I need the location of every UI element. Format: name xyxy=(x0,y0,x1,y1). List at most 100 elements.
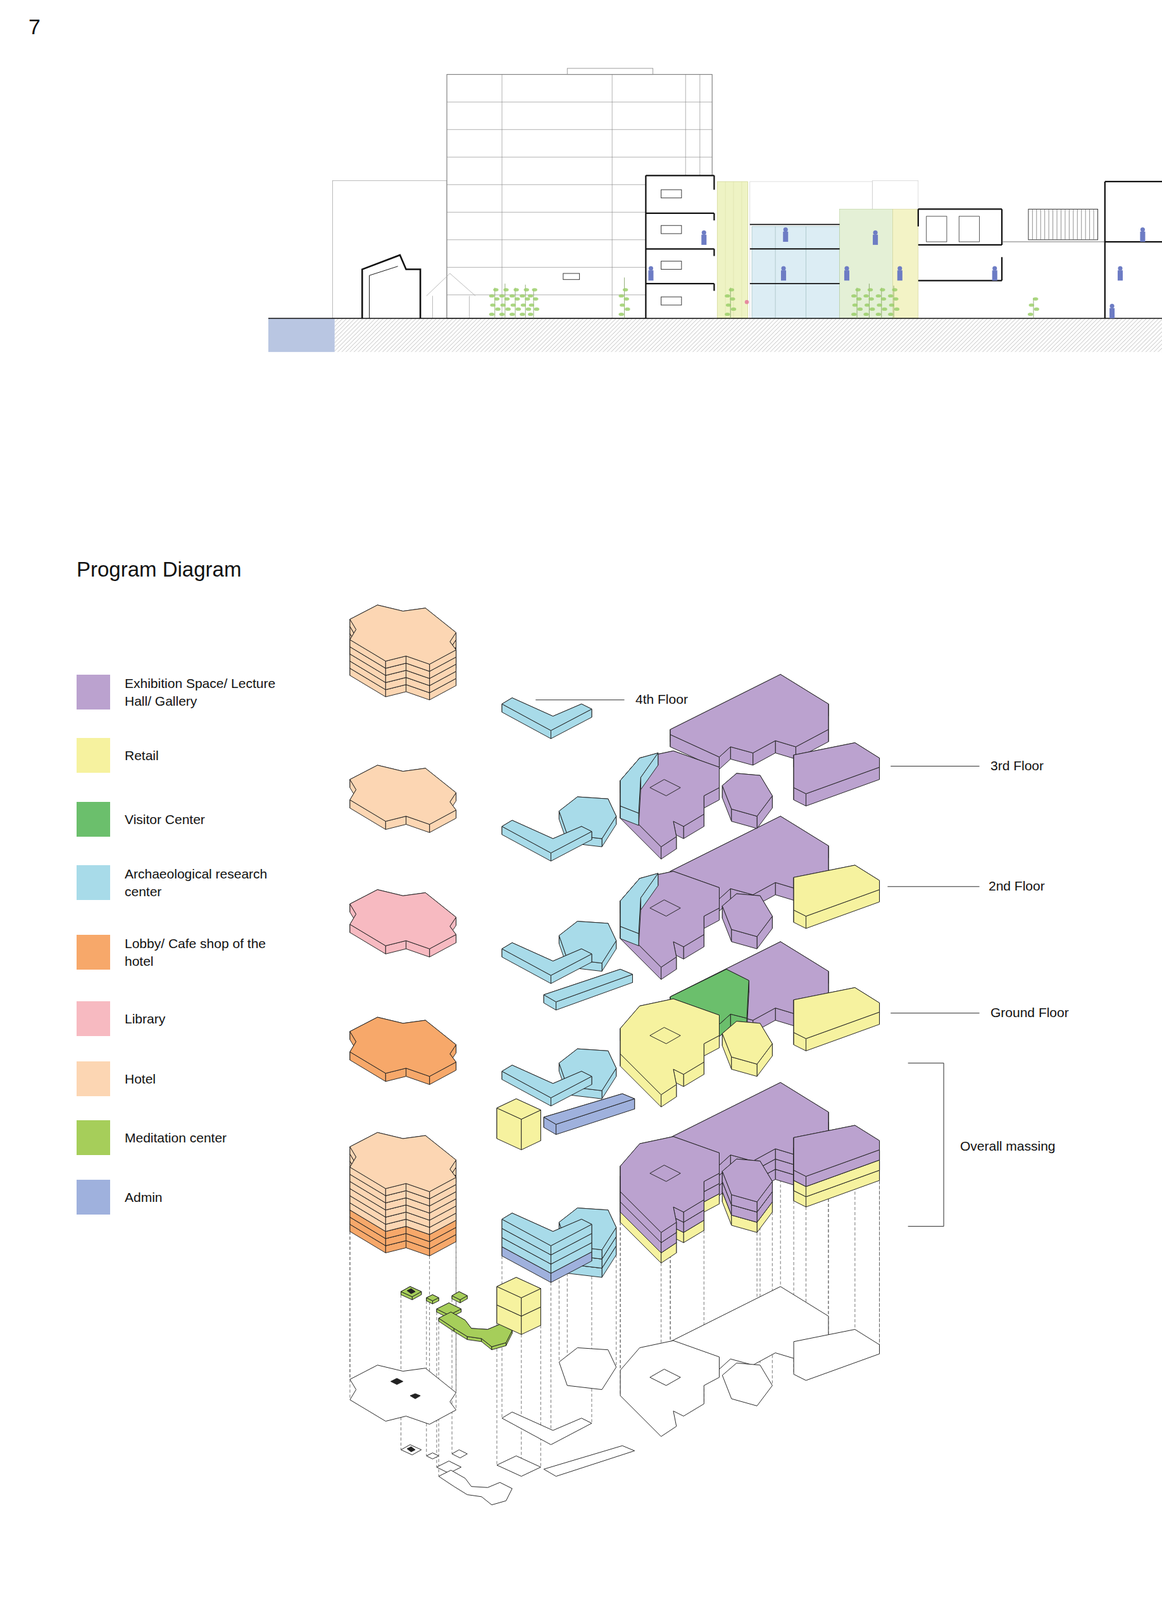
legend-item: Admin xyxy=(76,1179,296,1215)
person-head xyxy=(780,265,786,271)
legend-swatch xyxy=(76,801,111,837)
tree-leaf xyxy=(863,312,869,316)
tree-leaf xyxy=(520,303,526,307)
projection-line xyxy=(879,1180,880,1354)
tree-leaf xyxy=(875,294,881,298)
glass-strip xyxy=(893,208,919,318)
tree-leaf xyxy=(509,312,515,316)
legend-label: Retail xyxy=(124,746,296,764)
tree-leaf xyxy=(622,287,628,292)
tree-leaf xyxy=(893,297,899,301)
legend-label: Hotel xyxy=(124,1070,296,1088)
floor-label: Ground Floor xyxy=(990,1004,1069,1021)
plan-outline xyxy=(558,1347,616,1390)
person xyxy=(872,230,878,245)
window xyxy=(661,296,682,306)
massing-top xyxy=(451,1291,468,1300)
massing-top xyxy=(349,765,457,825)
plan-outline xyxy=(349,1365,457,1425)
tree-leaf xyxy=(892,287,898,292)
person-body xyxy=(1139,231,1145,242)
tree-leaf xyxy=(1027,312,1033,316)
person-head xyxy=(897,265,902,271)
tree-leaf xyxy=(730,307,737,311)
tree-leaf xyxy=(856,297,862,301)
plan-outline xyxy=(451,1449,468,1459)
facade-line xyxy=(446,129,713,130)
glass-mullion xyxy=(741,181,742,319)
person xyxy=(844,265,850,281)
legend-swatch xyxy=(76,674,111,710)
tree-leaf xyxy=(524,297,530,301)
tree-leaf xyxy=(527,312,533,316)
core-mark xyxy=(390,1378,403,1385)
tree-leaf xyxy=(525,307,532,311)
tree-leaf xyxy=(489,303,495,307)
plan-outline xyxy=(401,1444,422,1456)
drawing xyxy=(268,68,1162,1506)
floor-label: 3rd Floor xyxy=(990,757,1044,774)
legend-label: Library xyxy=(124,1010,296,1028)
legend-label: Lobby/ Cafe shop of the hotel xyxy=(124,934,296,970)
tree xyxy=(509,287,521,319)
person-head xyxy=(1117,265,1123,271)
facade-line xyxy=(612,74,613,319)
tree-leaf xyxy=(503,287,509,292)
massing-top xyxy=(501,1213,592,1247)
stair-tread xyxy=(1040,208,1042,240)
water-patch xyxy=(268,318,335,352)
tree-leaf xyxy=(851,294,857,298)
tree-trunk xyxy=(515,287,516,319)
legend-swatch xyxy=(76,737,111,773)
person-head xyxy=(873,230,878,235)
plan-outline xyxy=(793,1329,880,1381)
massing-top xyxy=(501,1065,592,1099)
ground-line xyxy=(268,317,1162,319)
tree-leaf xyxy=(519,294,525,298)
tree-leaf xyxy=(880,297,887,301)
core-mark xyxy=(406,1288,416,1294)
tree-leaf xyxy=(514,297,520,301)
glass-curtain xyxy=(751,226,840,319)
floor-label: 2nd Floor xyxy=(988,877,1045,894)
tree-leaf xyxy=(863,294,869,298)
massing-top xyxy=(620,871,719,968)
person-body xyxy=(782,231,788,242)
person xyxy=(1109,303,1115,319)
person-body xyxy=(992,270,998,281)
legend-swatch xyxy=(76,1001,111,1037)
tree-leaf xyxy=(1032,297,1038,301)
stair-tread xyxy=(1085,208,1087,240)
legend-item: Exhibition Space/ Lecture Hall/ Gallery xyxy=(76,674,296,710)
massing-top xyxy=(793,987,880,1039)
glass-strip xyxy=(717,181,748,319)
background-building xyxy=(332,180,448,319)
stair-tread xyxy=(1036,208,1037,240)
courtyard-outline xyxy=(649,1165,681,1182)
legend-swatch xyxy=(76,865,111,900)
stair-tread xyxy=(1032,208,1033,240)
tree xyxy=(724,287,737,319)
person-body xyxy=(844,270,850,281)
group-label: Overall massing xyxy=(960,1137,1056,1154)
stair-tread xyxy=(1068,208,1070,240)
tree-leaf xyxy=(857,307,863,311)
window xyxy=(661,261,682,270)
ground-hatch xyxy=(334,318,1162,352)
person xyxy=(897,265,903,281)
tree-leaf xyxy=(618,312,625,316)
glass-strip xyxy=(839,208,894,318)
massing-top xyxy=(793,1125,880,1177)
massing-top xyxy=(501,942,592,976)
plan-outline xyxy=(496,1455,541,1476)
tree xyxy=(887,285,900,319)
glass-mullion xyxy=(805,226,807,319)
plan-outline xyxy=(620,1340,719,1437)
tree-leaf xyxy=(887,312,894,316)
leader-line xyxy=(887,886,980,887)
tree-leaf xyxy=(867,287,873,292)
leader-line xyxy=(535,699,625,700)
person xyxy=(782,227,788,242)
section-slab xyxy=(1105,181,1162,319)
diagram-title: Program Diagram xyxy=(76,556,242,583)
